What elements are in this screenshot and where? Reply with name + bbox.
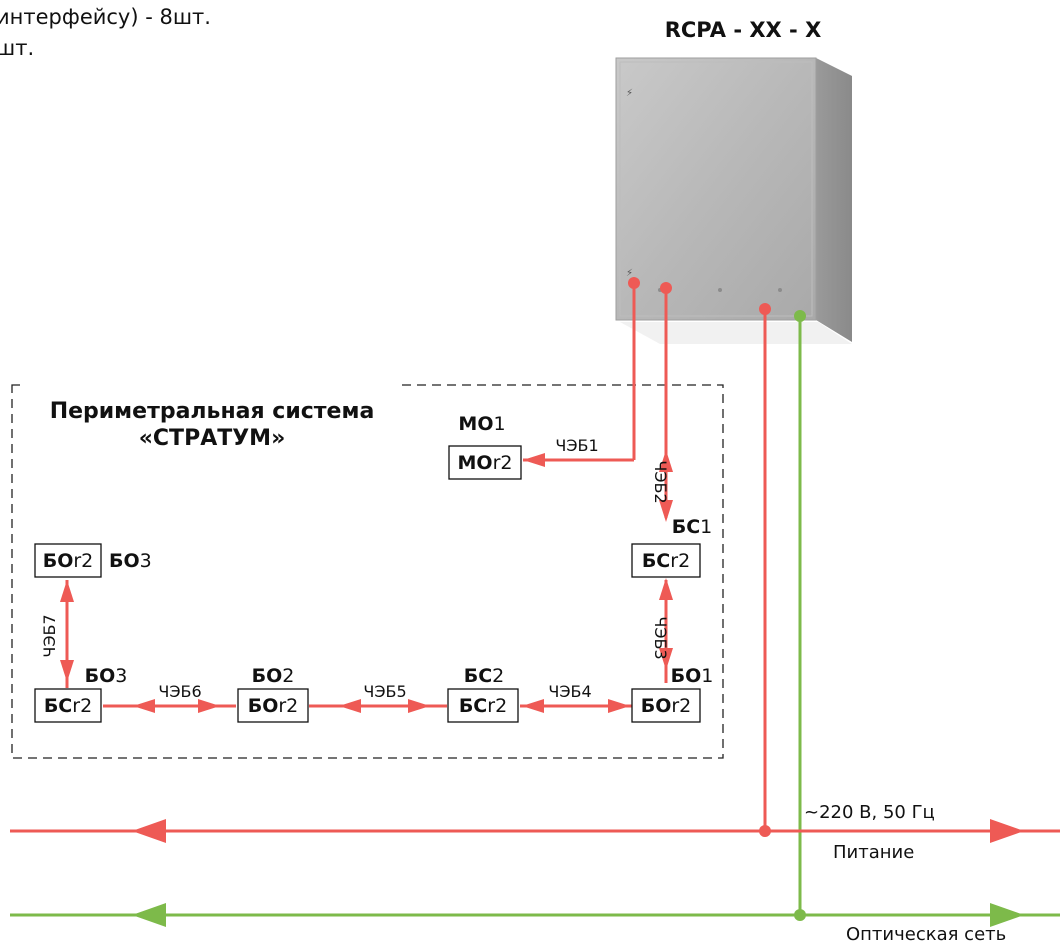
cable-chэb2: ЧЭБ2 — [651, 440, 673, 522]
optical-label: Оптическая сеть — [846, 924, 1006, 942]
svg-text:БСr2: БСr2 — [642, 550, 690, 572]
svg-text:БСr2: БСr2 — [459, 695, 507, 717]
svg-text:БС1: БС1 — [672, 516, 713, 538]
module-bo1: БО1 БОr2 — [632, 665, 713, 722]
cable-label-3: ЧЭБ3 — [651, 616, 670, 659]
module-bs1: БС1 БСr2 — [632, 516, 712, 577]
cabinet-title: RCPA - XX - X — [665, 18, 822, 42]
cabinet-image: ⚡ ⚡ — [616, 58, 852, 344]
optical-riser — [794, 310, 806, 921]
svg-text:БС2: БС2 — [464, 665, 505, 687]
svg-text:БО3: БО3 — [85, 665, 128, 687]
cable-chэb1: ЧЭБ1 — [523, 436, 634, 467]
module-bo3-top: БОr2 БО3 — [35, 544, 152, 577]
module-bs2: БС2 БСr2 — [448, 665, 518, 722]
power-bus: ~220 В, 50 Гц Питание — [10, 802, 1060, 863]
system-title-line1: Периметральная система — [50, 399, 375, 424]
svg-text:МО1: МО1 — [458, 413, 505, 435]
svg-text:БО2: БО2 — [252, 665, 295, 687]
svg-text:БОr2: БОr2 — [248, 695, 299, 717]
cable-label-2: ЧЭБ2 — [651, 460, 670, 503]
svg-text:⚡: ⚡ — [626, 88, 633, 99]
power-label: Питание — [833, 842, 914, 863]
svg-text:⚡: ⚡ — [626, 268, 633, 279]
power-spec: ~220 В, 50 Гц — [804, 802, 935, 823]
svg-text:БСr2: БСr2 — [44, 695, 92, 717]
module-bo2: БО2 БОr2 — [238, 665, 308, 722]
cable-label-6: ЧЭБ6 — [158, 682, 201, 701]
cable-label-5: ЧЭБ5 — [363, 682, 406, 701]
cable-chэb5: ЧЭБ5 — [309, 682, 447, 713]
note-line-2: шт. — [0, 36, 34, 60]
svg-text:БО3: БО3 — [109, 550, 152, 572]
svg-text:МОr2: МОr2 — [458, 452, 513, 474]
cable-label-7: ЧЭБ7 — [40, 614, 59, 657]
cable-chэb4: ЧЭБ4 — [520, 682, 632, 713]
note-line-1: интерфейсу) - 8шт. — [0, 5, 211, 29]
system-title-line2: «СТРАТУМ» — [139, 426, 286, 451]
svg-text:БОr2: БОr2 — [43, 550, 94, 572]
svg-text:БО1: БО1 — [671, 665, 714, 687]
cable-label-4: ЧЭБ4 — [548, 682, 591, 701]
module-bo3-bottom: БО3 БСr2 — [35, 665, 127, 722]
module-mo1: МО1 МОr2 — [449, 413, 521, 479]
cable-chэb7: ЧЭБ7 — [40, 580, 74, 688]
svg-text:БОr2: БОr2 — [641, 695, 692, 717]
optical-bus: Оптическая сеть — [10, 903, 1060, 942]
power-riser — [759, 303, 771, 837]
cable-label-1: ЧЭБ1 — [555, 436, 598, 455]
